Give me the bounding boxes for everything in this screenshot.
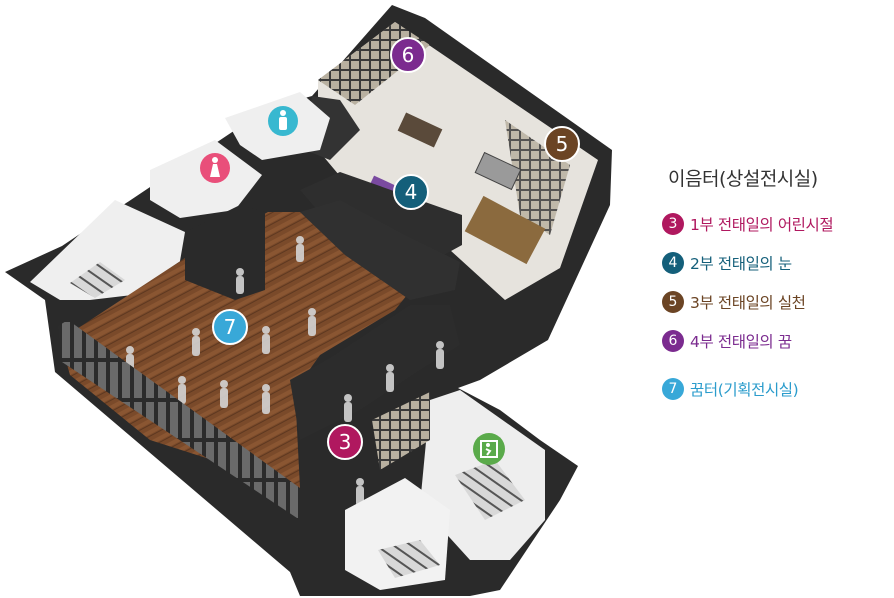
legend-label-3: 1부 전태일의 어린시절 — [690, 216, 834, 234]
entrance-stairs — [378, 540, 440, 578]
legend-item-3[interactable]: 3 1부 전태일의 어린시절 — [662, 211, 894, 237]
zone-marker-4[interactable]: 4 — [393, 174, 429, 210]
legend-label-4: 2부 전태일의 눈 — [690, 255, 792, 273]
museum-floor-plan: 6 5 4 7 3 — [5, 5, 612, 596]
zone-marker-3-number: 3 — [339, 430, 352, 454]
zone-marker-5-number: 5 — [556, 132, 569, 156]
zone-marker-4-number: 4 — [405, 180, 418, 204]
map-legend: 이음터(상설전시실) 3 1부 전태일의 어린시절 4 2부 전태일의 눈 5 … — [662, 164, 894, 415]
legend-item-7[interactable]: 7 꿈터(기획전시실) — [662, 376, 894, 402]
legend-badge-5: 5 — [662, 291, 684, 313]
legend-title: 이음터(상설전시실) — [668, 168, 818, 190]
legend-item-4[interactable]: 4 2부 전태일의 눈 — [662, 250, 894, 276]
front-railing — [58, 320, 300, 520]
bookshelf-wall — [372, 392, 430, 470]
display-case — [464, 195, 546, 265]
zone-marker-5[interactable]: 5 — [544, 126, 580, 162]
display-screen — [474, 151, 522, 191]
legend-label-7: 꿈터(기획전시실) — [690, 381, 799, 399]
legend-badge-4: 4 — [662, 252, 684, 274]
visitor-figures — [126, 236, 444, 506]
exhibition-shelves-right — [505, 120, 570, 235]
hall-partition-right — [300, 200, 460, 300]
zone-marker-6-badge — [390, 37, 426, 73]
legend-badge-7: 7 — [662, 378, 684, 400]
emergency-exit-icon-badge — [473, 433, 505, 465]
zone-marker-7-number: 7 — [224, 315, 237, 339]
stairs-left — [70, 262, 125, 298]
restroom-male-icon — [268, 106, 298, 136]
hall-partition — [185, 205, 265, 300]
legend-label-6: 4부 전태일의 꿈 — [690, 333, 792, 351]
zone-marker-6[interactable]: 6 — [390, 37, 426, 73]
legend-badge-6: 6 — [662, 330, 684, 352]
corridor-wall — [290, 305, 460, 440]
stair-room-left — [30, 200, 185, 300]
zone-marker-7[interactable]: 7 — [212, 309, 248, 345]
legend-label-5: 3부 전태일의 실천 — [690, 294, 806, 312]
emergency-exit-icon — [473, 433, 505, 465]
restroom-female-icon — [200, 153, 230, 183]
zone-marker-5-badge — [544, 126, 580, 162]
legend-item-5[interactable]: 5 3부 전태일의 실천 — [662, 289, 894, 315]
exit-stairs — [455, 460, 525, 520]
legend-item-6[interactable]: 6 4부 전태일의 꿈 — [662, 328, 894, 354]
zone-marker-7-badge — [212, 309, 248, 345]
display-panel — [397, 112, 443, 148]
legend-badge-3: 3 — [662, 213, 684, 235]
zone-marker-6-number: 6 — [402, 43, 415, 67]
zone-marker-3[interactable]: 3 — [327, 424, 363, 460]
zone-marker-4-badge — [393, 174, 429, 210]
zone-marker-3-badge — [327, 424, 363, 460]
